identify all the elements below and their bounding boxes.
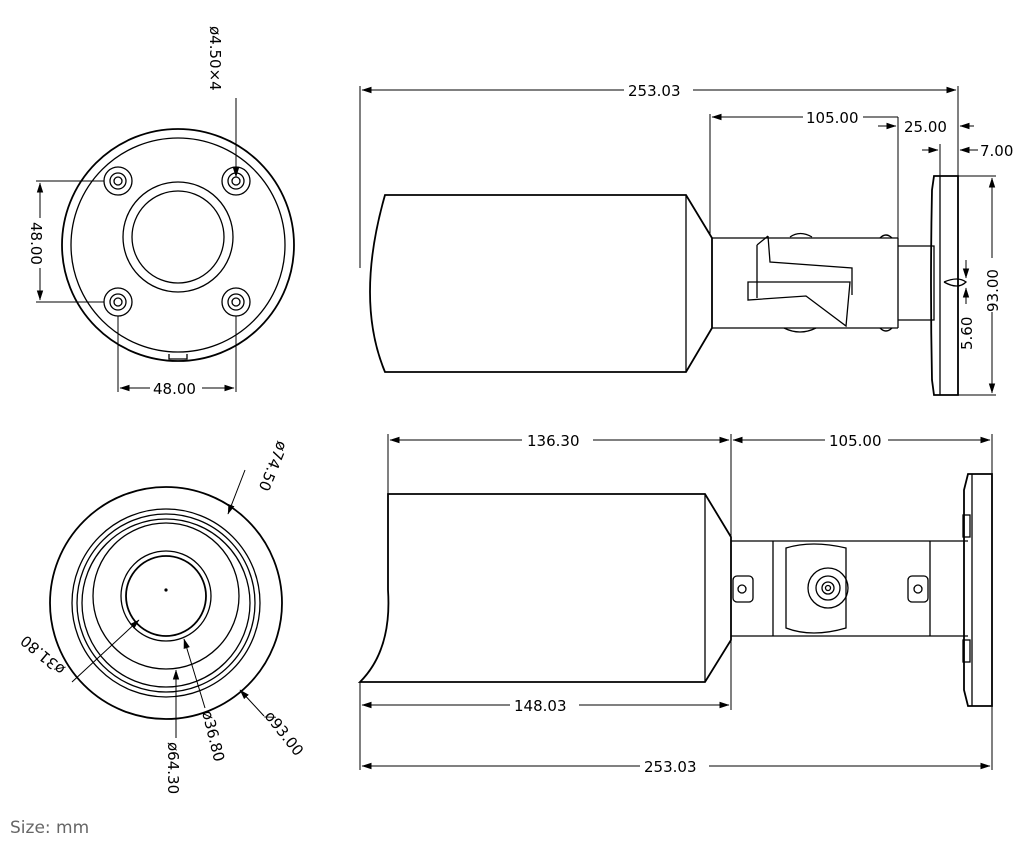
dim-overall-length-top: 253.03 <box>628 82 681 100</box>
dim-lens-31: ø31.80 <box>17 631 69 678</box>
dim-lens-36: ø36.80 <box>198 709 228 764</box>
dim-overall-length-bottom: 253.03 <box>644 758 697 776</box>
dim-hole-spacing-horizontal: 48.00 <box>153 380 196 398</box>
dim-lens-64: ø64.30 <box>164 742 182 794</box>
dim-slot: 5.60 <box>958 317 976 350</box>
dim-front-length: 148.03 <box>514 697 567 715</box>
view-lens-front: ø74.50 ø31.80 ø64.30 ø36.80 ø93.00 <box>17 439 307 795</box>
dim-25: 25.00 <box>904 118 947 136</box>
view-side-top: 253.03 105.00 25.00 7.00 93.00 5.60 <box>359 82 1013 396</box>
dim-hole-diameter: ø4.50×4 <box>206 26 224 91</box>
mount-hole <box>103 166 133 196</box>
mount-hole <box>221 287 251 317</box>
view-base-front: ø4.50×4 48.00 48.00 <box>27 26 295 398</box>
size-unit-label: Size: mm <box>10 818 90 838</box>
dim-plate-height: 93.00 <box>984 269 1002 312</box>
dim-lens-93: ø93.00 <box>261 707 307 759</box>
dim-bracket-length-top: 105.00 <box>806 109 859 127</box>
view-side-bottom: 136.30 105.00 148.03 253.03 <box>357 432 993 776</box>
dim-bracket-length-bottom: 105.00 <box>829 432 882 450</box>
dim-hole-spacing-vertical: 48.00 <box>27 222 45 265</box>
mount-hole <box>103 287 133 317</box>
dim-7: 7.00 <box>980 142 1013 160</box>
dim-lens-74: ø74.50 <box>255 439 291 494</box>
dim-body-length: 136.30 <box>527 432 580 450</box>
